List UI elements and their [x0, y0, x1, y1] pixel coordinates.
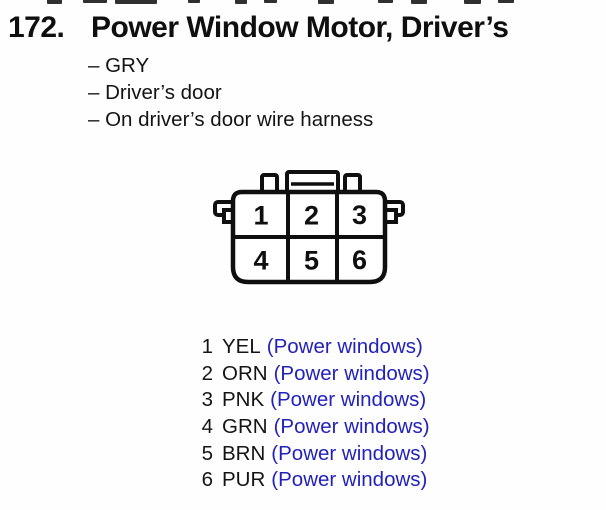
- pin-row: 1 YEL (Power windows): [199, 334, 430, 361]
- pin-row: 6 PUR (Power windows): [199, 467, 430, 494]
- cavity-number-1: 1: [253, 201, 268, 231]
- cavity-number-5: 5: [304, 246, 319, 276]
- connector-details: – GRY – Driver’s door – On driver’s door…: [88, 52, 373, 133]
- detail-location: – Driver’s door: [88, 81, 222, 104]
- circuit-link[interactable]: (Power windows): [273, 361, 430, 385]
- pin-row: 2 ORN (Power windows): [199, 361, 430, 388]
- pin-row: 5 BRN (Power windows): [199, 441, 430, 468]
- wire-color: PNK: [222, 388, 265, 412]
- pin-number: 3: [201, 388, 213, 412]
- pin-row: 4 GRN (Power windows): [199, 414, 430, 441]
- pin-number: 6: [201, 468, 213, 492]
- circuit-link[interactable]: (Power windows): [270, 388, 427, 412]
- circuit-link[interactable]: (Power windows): [266, 335, 423, 358]
- circuit-link[interactable]: (Power windows): [271, 468, 428, 492]
- scan-artifact: [498, 0, 514, 3]
- cavity-number-6: 6: [352, 245, 367, 275]
- cavity-number-4: 4: [253, 246, 268, 276]
- pin-row: 3 PNK (Power windows): [199, 387, 430, 414]
- detail-connector-color: – GRY: [88, 54, 150, 77]
- pin-list: 1 YEL (Power windows) 2 ORN (Power windo…: [199, 334, 430, 494]
- pin-number: 2: [201, 361, 213, 385]
- circuit-link[interactable]: (Power windows): [273, 415, 430, 439]
- cavity-number-3: 3: [352, 200, 367, 230]
- scan-artifact: [115, 0, 157, 4]
- section-number: 172.: [8, 11, 65, 44]
- wire-color: BRN: [222, 441, 266, 465]
- scan-artifact: [83, 0, 107, 3]
- scan-artifact: [188, 0, 200, 3]
- scan-artifact: [47, 0, 62, 4]
- circuit-link[interactable]: (Power windows): [271, 441, 428, 465]
- page-title: Power Window Motor, Driver’s: [91, 11, 509, 44]
- wire-color: PUR: [222, 468, 266, 492]
- wire-color: ORN: [222, 361, 268, 385]
- connector-grid-lines: [234, 193, 384, 281]
- connector-diagram: 1 2 3 4 5 6: [213, 170, 405, 285]
- pin-number: 1: [201, 335, 213, 358]
- scan-artifact: [464, 0, 481, 4]
- scan-artifact: [235, 0, 247, 4]
- cavity-number-2: 2: [304, 201, 319, 231]
- scan-artifact: [378, 0, 393, 3]
- pin-number: 4: [201, 415, 213, 439]
- scan-artifact: [318, 0, 334, 4]
- scan-artifact: [264, 0, 277, 3]
- detail-harness: – On driver’s door wire harness: [88, 108, 374, 131]
- scan-artifact: [411, 0, 427, 4]
- wire-color: YEL: [222, 335, 261, 358]
- wire-color: GRN: [222, 415, 268, 439]
- pin-number: 5: [201, 441, 213, 465]
